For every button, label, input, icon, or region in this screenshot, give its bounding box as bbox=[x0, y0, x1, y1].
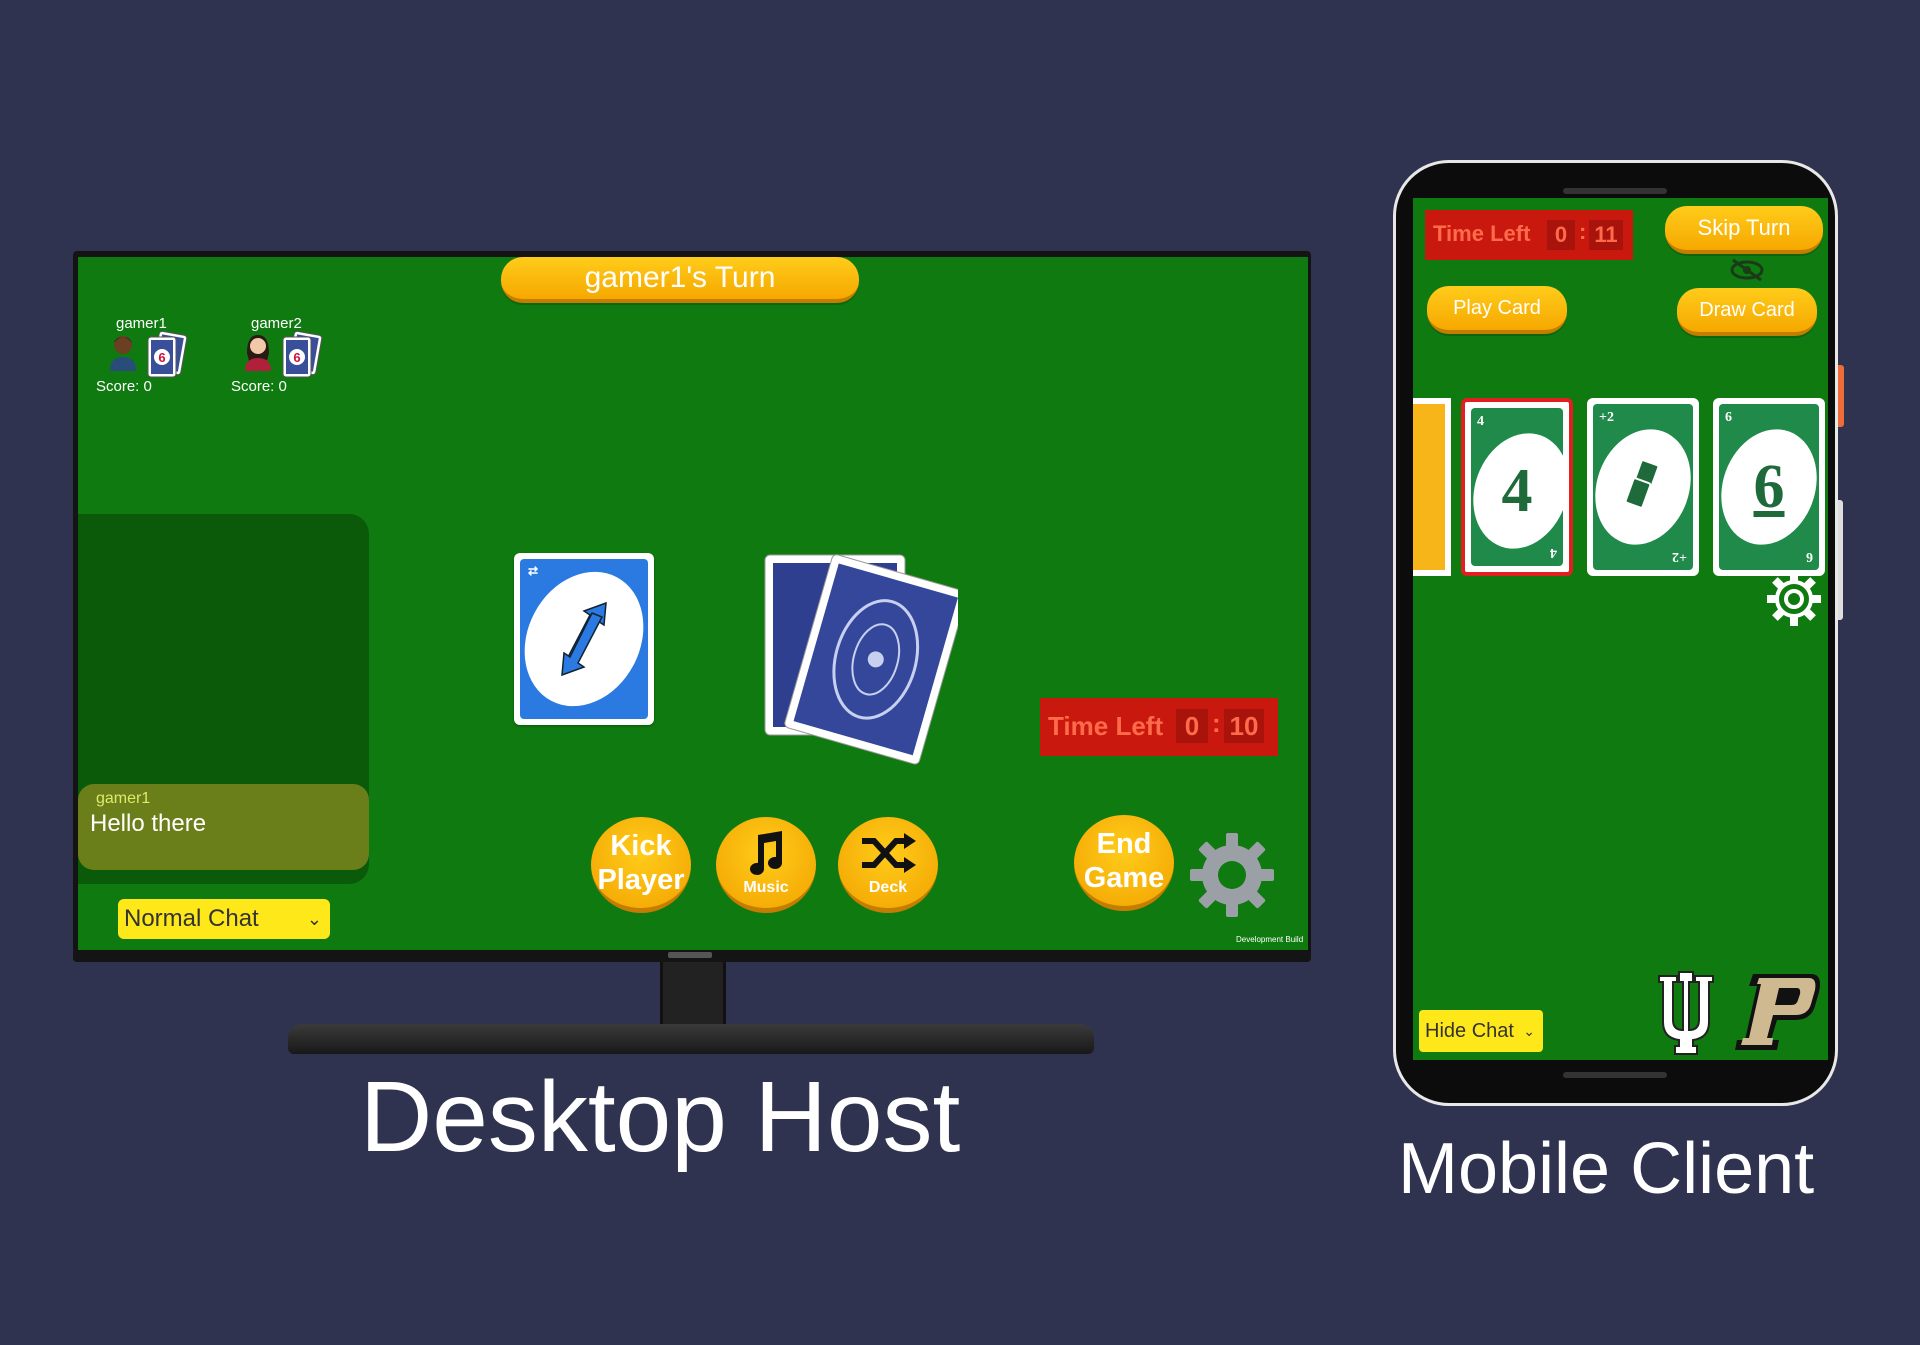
avatar-icon bbox=[110, 336, 136, 371]
settings-gear-icon[interactable] bbox=[1765, 570, 1823, 628]
chat-message: gamer1 Hello there bbox=[78, 784, 369, 870]
phone-volume-button bbox=[1838, 500, 1843, 620]
chat-text: Hello there bbox=[90, 810, 207, 837]
hand-card-partial[interactable] bbox=[1413, 398, 1451, 576]
hand-card[interactable]: 6 6 6 bbox=[1713, 398, 1825, 576]
player-name: gamer1 bbox=[116, 315, 167, 332]
svg-text:6: 6 bbox=[293, 350, 300, 365]
card-value: 6 bbox=[1753, 453, 1785, 521]
deck-label: Deck bbox=[868, 879, 908, 896]
timer-seconds: 10 bbox=[1224, 709, 1264, 743]
mobile-game-screen: Time Left 0 : 11 Skip Turn Play Card Dra… bbox=[1413, 198, 1828, 1060]
timer-label: Time Left bbox=[1433, 221, 1531, 246]
timer-seconds: 11 bbox=[1589, 220, 1623, 250]
phone-speaker bbox=[1563, 1072, 1667, 1078]
player-name: gamer2 bbox=[251, 315, 302, 332]
phone-speaker bbox=[1563, 188, 1667, 194]
turn-banner: gamer1's Turn bbox=[501, 257, 859, 303]
chat-mode-value: Normal Chat bbox=[124, 905, 259, 932]
tv-stand-neck bbox=[660, 962, 726, 1026]
play-card-button[interactable]: Play Card bbox=[1427, 286, 1567, 334]
card-count-icon: 6 bbox=[282, 331, 323, 378]
music-label: Music bbox=[743, 879, 789, 896]
hand-card-selected[interactable]: 4 4 4 bbox=[1461, 398, 1573, 576]
timer-minutes: 0 bbox=[1176, 709, 1208, 743]
card-count-icon: 6 bbox=[147, 331, 188, 378]
desktop-host-caption: Desktop Host bbox=[360, 1061, 961, 1173]
hand-card-draw-two[interactable]: +2 +2 bbox=[1587, 398, 1699, 576]
deck-stack-icon bbox=[764, 554, 968, 765]
svg-text:⇄: ⇄ bbox=[528, 564, 538, 578]
mobile-client-caption: Mobile Client bbox=[1398, 1129, 1815, 1209]
player-score: Score: 0 bbox=[96, 378, 152, 395]
card-value: 4 bbox=[1501, 457, 1533, 525]
turn-timer: Time Left 0 : 10 bbox=[1040, 698, 1278, 756]
desktop-game-screen: gamer1's Turn gamer1 6 Score: 0 gamer2 bbox=[78, 257, 1308, 950]
tv-brand-logo bbox=[668, 952, 712, 958]
mobile-turn-timer: Time Left 0 : 11 bbox=[1425, 210, 1633, 260]
reverse-card-icon: ⇄ bbox=[520, 559, 648, 719]
timer-minutes: 0 bbox=[1547, 220, 1575, 250]
player-card-gamer2: gamer2 6 Score: 0 bbox=[231, 315, 341, 395]
hide-chat-label: Hide Chat bbox=[1425, 1020, 1514, 1042]
discard-pile-card: ⇄ bbox=[514, 553, 654, 725]
player-card-gamer1: gamer1 6 Score: 0 bbox=[96, 315, 206, 395]
dev-build-label: Development Build bbox=[1236, 935, 1304, 944]
draw-card-button[interactable]: Draw Card bbox=[1677, 288, 1817, 336]
chat-mode-dropdown[interactable]: Normal Chat ⌄ bbox=[118, 899, 330, 939]
end-game-button[interactable]: End Game bbox=[1074, 815, 1174, 911]
settings-gear-icon[interactable] bbox=[1188, 831, 1276, 919]
music-note-icon bbox=[750, 831, 782, 875]
chat-sender: gamer1 bbox=[96, 790, 151, 807]
phone-side-button bbox=[1838, 365, 1844, 427]
kick-player-button[interactable]: Kick Player bbox=[591, 817, 691, 913]
player-score: Score: 0 bbox=[231, 378, 287, 395]
hide-eye-icon[interactable] bbox=[1729, 258, 1765, 282]
shuffle-deck-button[interactable]: Deck bbox=[838, 817, 938, 913]
hide-chat-dropdown[interactable]: Hide Chat ⌄ bbox=[1419, 1010, 1543, 1052]
chevron-down-icon: ⌄ bbox=[306, 909, 322, 929]
skip-turn-button[interactable]: Skip Turn bbox=[1665, 206, 1823, 254]
tv-stand-base bbox=[288, 1024, 1094, 1054]
iu-logo bbox=[1658, 971, 1714, 1055]
chevron-down-icon: ⌄ bbox=[1523, 1023, 1535, 1039]
timer-label: Time Left bbox=[1048, 711, 1164, 741]
svg-text:6: 6 bbox=[158, 350, 165, 365]
purdue-logo bbox=[1735, 974, 1820, 1050]
draw-deck[interactable] bbox=[763, 549, 968, 769]
shuffle-icon bbox=[862, 833, 916, 873]
draw-two-icon bbox=[1624, 459, 1660, 509]
avatar-icon bbox=[245, 335, 271, 371]
music-button[interactable]: Music bbox=[716, 817, 816, 913]
